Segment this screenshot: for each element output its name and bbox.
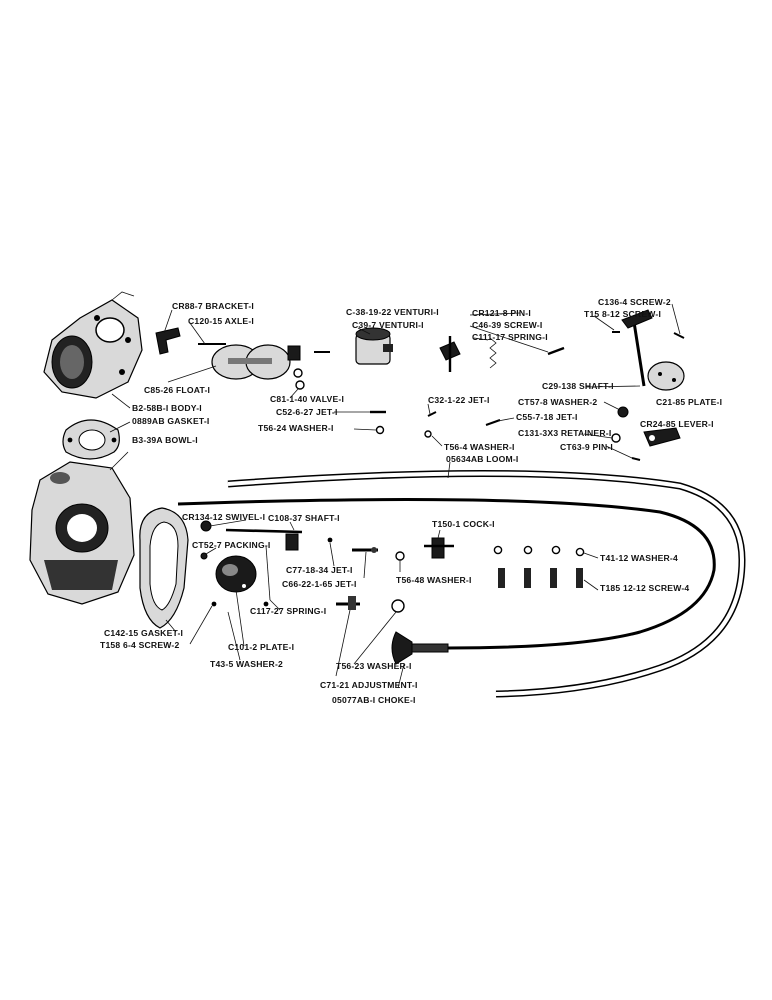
label-jet-c52: C52-6-27 JET-I bbox=[276, 407, 338, 417]
label-pin-ct63: CT63-9 PIN-I bbox=[560, 442, 613, 452]
plate-c21-part bbox=[647, 361, 685, 391]
jet-c32-part bbox=[427, 411, 437, 417]
swivel-part bbox=[200, 520, 212, 532]
gasket-bowl-part bbox=[62, 419, 120, 460]
plate-c101-part bbox=[215, 555, 257, 593]
carburetor-body-part bbox=[43, 291, 143, 399]
label-adjustment: C71-21 ADJUSTMENT-I bbox=[320, 680, 418, 690]
label-jet-c55: C55-7-18 JET-I bbox=[516, 412, 578, 422]
adjustment-part bbox=[336, 596, 360, 610]
label-loom: 05634AB LOOM-I bbox=[446, 454, 519, 464]
label-swivel: CR134-12 SWIVEL-I bbox=[182, 512, 265, 522]
shaft-c108-part bbox=[225, 528, 303, 551]
choke-knob-part bbox=[391, 631, 449, 665]
label-shaft-c29: C29-138 SHAFT-I bbox=[542, 381, 614, 391]
label-plate-c21: C21-85 PLATE-I bbox=[656, 397, 722, 407]
choke-cable-part bbox=[177, 498, 716, 650]
label-body: B2-58B-I BODY-I bbox=[132, 403, 202, 413]
label-gasket-bowl: 0889AB GASKET-I bbox=[132, 416, 210, 426]
leader-lines bbox=[109, 303, 681, 689]
spring-c111-part bbox=[489, 337, 497, 369]
float-part bbox=[211, 344, 291, 380]
label-float: C85-26 FLOAT-I bbox=[144, 385, 210, 395]
carburetor-bowl-part bbox=[29, 461, 135, 605]
label-screw-c136: C136-4 SCREW-2 bbox=[598, 297, 671, 307]
label-spring-c117: C117-27 SPRING-I bbox=[250, 606, 326, 616]
lever-part bbox=[643, 427, 681, 447]
washers-t41-part bbox=[493, 545, 585, 557]
washer-t56-24-part bbox=[375, 425, 385, 435]
screw-t158-part bbox=[211, 601, 217, 607]
label-valve: C81-1-40 VALVE-I bbox=[270, 394, 344, 404]
venturi-nozzle-part bbox=[439, 336, 461, 372]
label-cock: T150-1 COCK-I bbox=[432, 519, 495, 529]
label-venturi-b: C39-7 VENTURI-I bbox=[352, 320, 424, 330]
label-choke: 05077AB-I CHOKE-I bbox=[332, 695, 416, 705]
washer-t43-part bbox=[263, 601, 269, 607]
label-shaft-c108: C108-37 SHAFT-I bbox=[268, 513, 340, 523]
jet-c77-part bbox=[327, 537, 333, 543]
retainer-part bbox=[611, 433, 621, 443]
shaft-c29-part bbox=[621, 309, 653, 387]
screw-c46-part bbox=[547, 346, 565, 356]
label-spring-c111: C111-17 SPRING-I bbox=[472, 332, 548, 342]
label-screw-t15: T15 8-12 SCREW-I bbox=[584, 309, 661, 319]
label-venturi-a: C-38-19-22 VENTURI-I bbox=[346, 307, 439, 317]
label-retainer: C131-3X3 RETAINER-I bbox=[518, 428, 611, 438]
label-axle: C120-15 AXLE-I bbox=[188, 316, 254, 326]
washer-t56-23-part bbox=[391, 599, 405, 613]
label-washer-ct57: CT57-8 WASHER-2 bbox=[518, 397, 597, 407]
label-screw-c46: C46-39 SCREW-I bbox=[472, 320, 542, 330]
label-jet-c32: C32-1-22 JET-I bbox=[428, 395, 490, 405]
jet-c66-part bbox=[352, 547, 378, 553]
label-pin-cr121: CR121-8 PIN-I bbox=[472, 308, 531, 318]
gasket-c142-part bbox=[139, 507, 189, 629]
label-screw-t185: T185 12-12 SCREW-4 bbox=[600, 583, 689, 593]
label-washer-t56-23: T56-23 WASHER-I bbox=[336, 661, 412, 671]
spring-c117-part bbox=[265, 545, 271, 601]
loom-part bbox=[227, 471, 745, 696]
label-jet-c77: C77-18-34 JET-I bbox=[286, 565, 353, 575]
label-screw-t158: T158 6-4 SCREW-2 bbox=[100, 640, 179, 650]
jet-c55-part bbox=[485, 419, 501, 426]
pin-ct63-part bbox=[631, 457, 641, 461]
washer-ct57-part bbox=[617, 406, 629, 418]
washer-t56-48-part bbox=[395, 551, 405, 561]
part-labels: CR88-7 BRACKET-I C120-15 AXLE-I C85-26 F… bbox=[100, 297, 722, 705]
bracket-part bbox=[155, 327, 181, 355]
label-washer-t43: T43-5 WASHER-2 bbox=[210, 659, 283, 669]
venturi-part bbox=[355, 327, 393, 365]
label-packing: CT52-7 PACKING-I bbox=[192, 540, 270, 550]
valve-part bbox=[287, 345, 330, 390]
label-washer-t56-4: T56-4 WASHER-I bbox=[444, 442, 515, 452]
screws-t185-part bbox=[498, 568, 583, 588]
label-bracket: CR88-7 BRACKET-I bbox=[172, 301, 254, 311]
label-lever: CR24-85 LEVER-I bbox=[640, 419, 714, 429]
cock-part bbox=[424, 537, 454, 559]
label-washer-t56-48: T56-48 WASHER-I bbox=[396, 575, 472, 585]
label-bowl: B3-39A BOWL-I bbox=[132, 435, 198, 445]
screw-c136-part bbox=[673, 332, 685, 339]
washer-t56-4-part bbox=[424, 430, 432, 438]
label-plate-c101: C101-2 PLATE-I bbox=[228, 642, 294, 652]
label-gasket-c142: C142-15 GASKET-I bbox=[104, 628, 183, 638]
label-washer-t41: T41-12 WASHER-4 bbox=[600, 553, 678, 563]
label-jet-c66: C66-22-1-65 JET-I bbox=[282, 579, 357, 589]
label-washer-t56-24: T56-24 WASHER-I bbox=[258, 423, 334, 433]
packing-part bbox=[200, 552, 208, 560]
